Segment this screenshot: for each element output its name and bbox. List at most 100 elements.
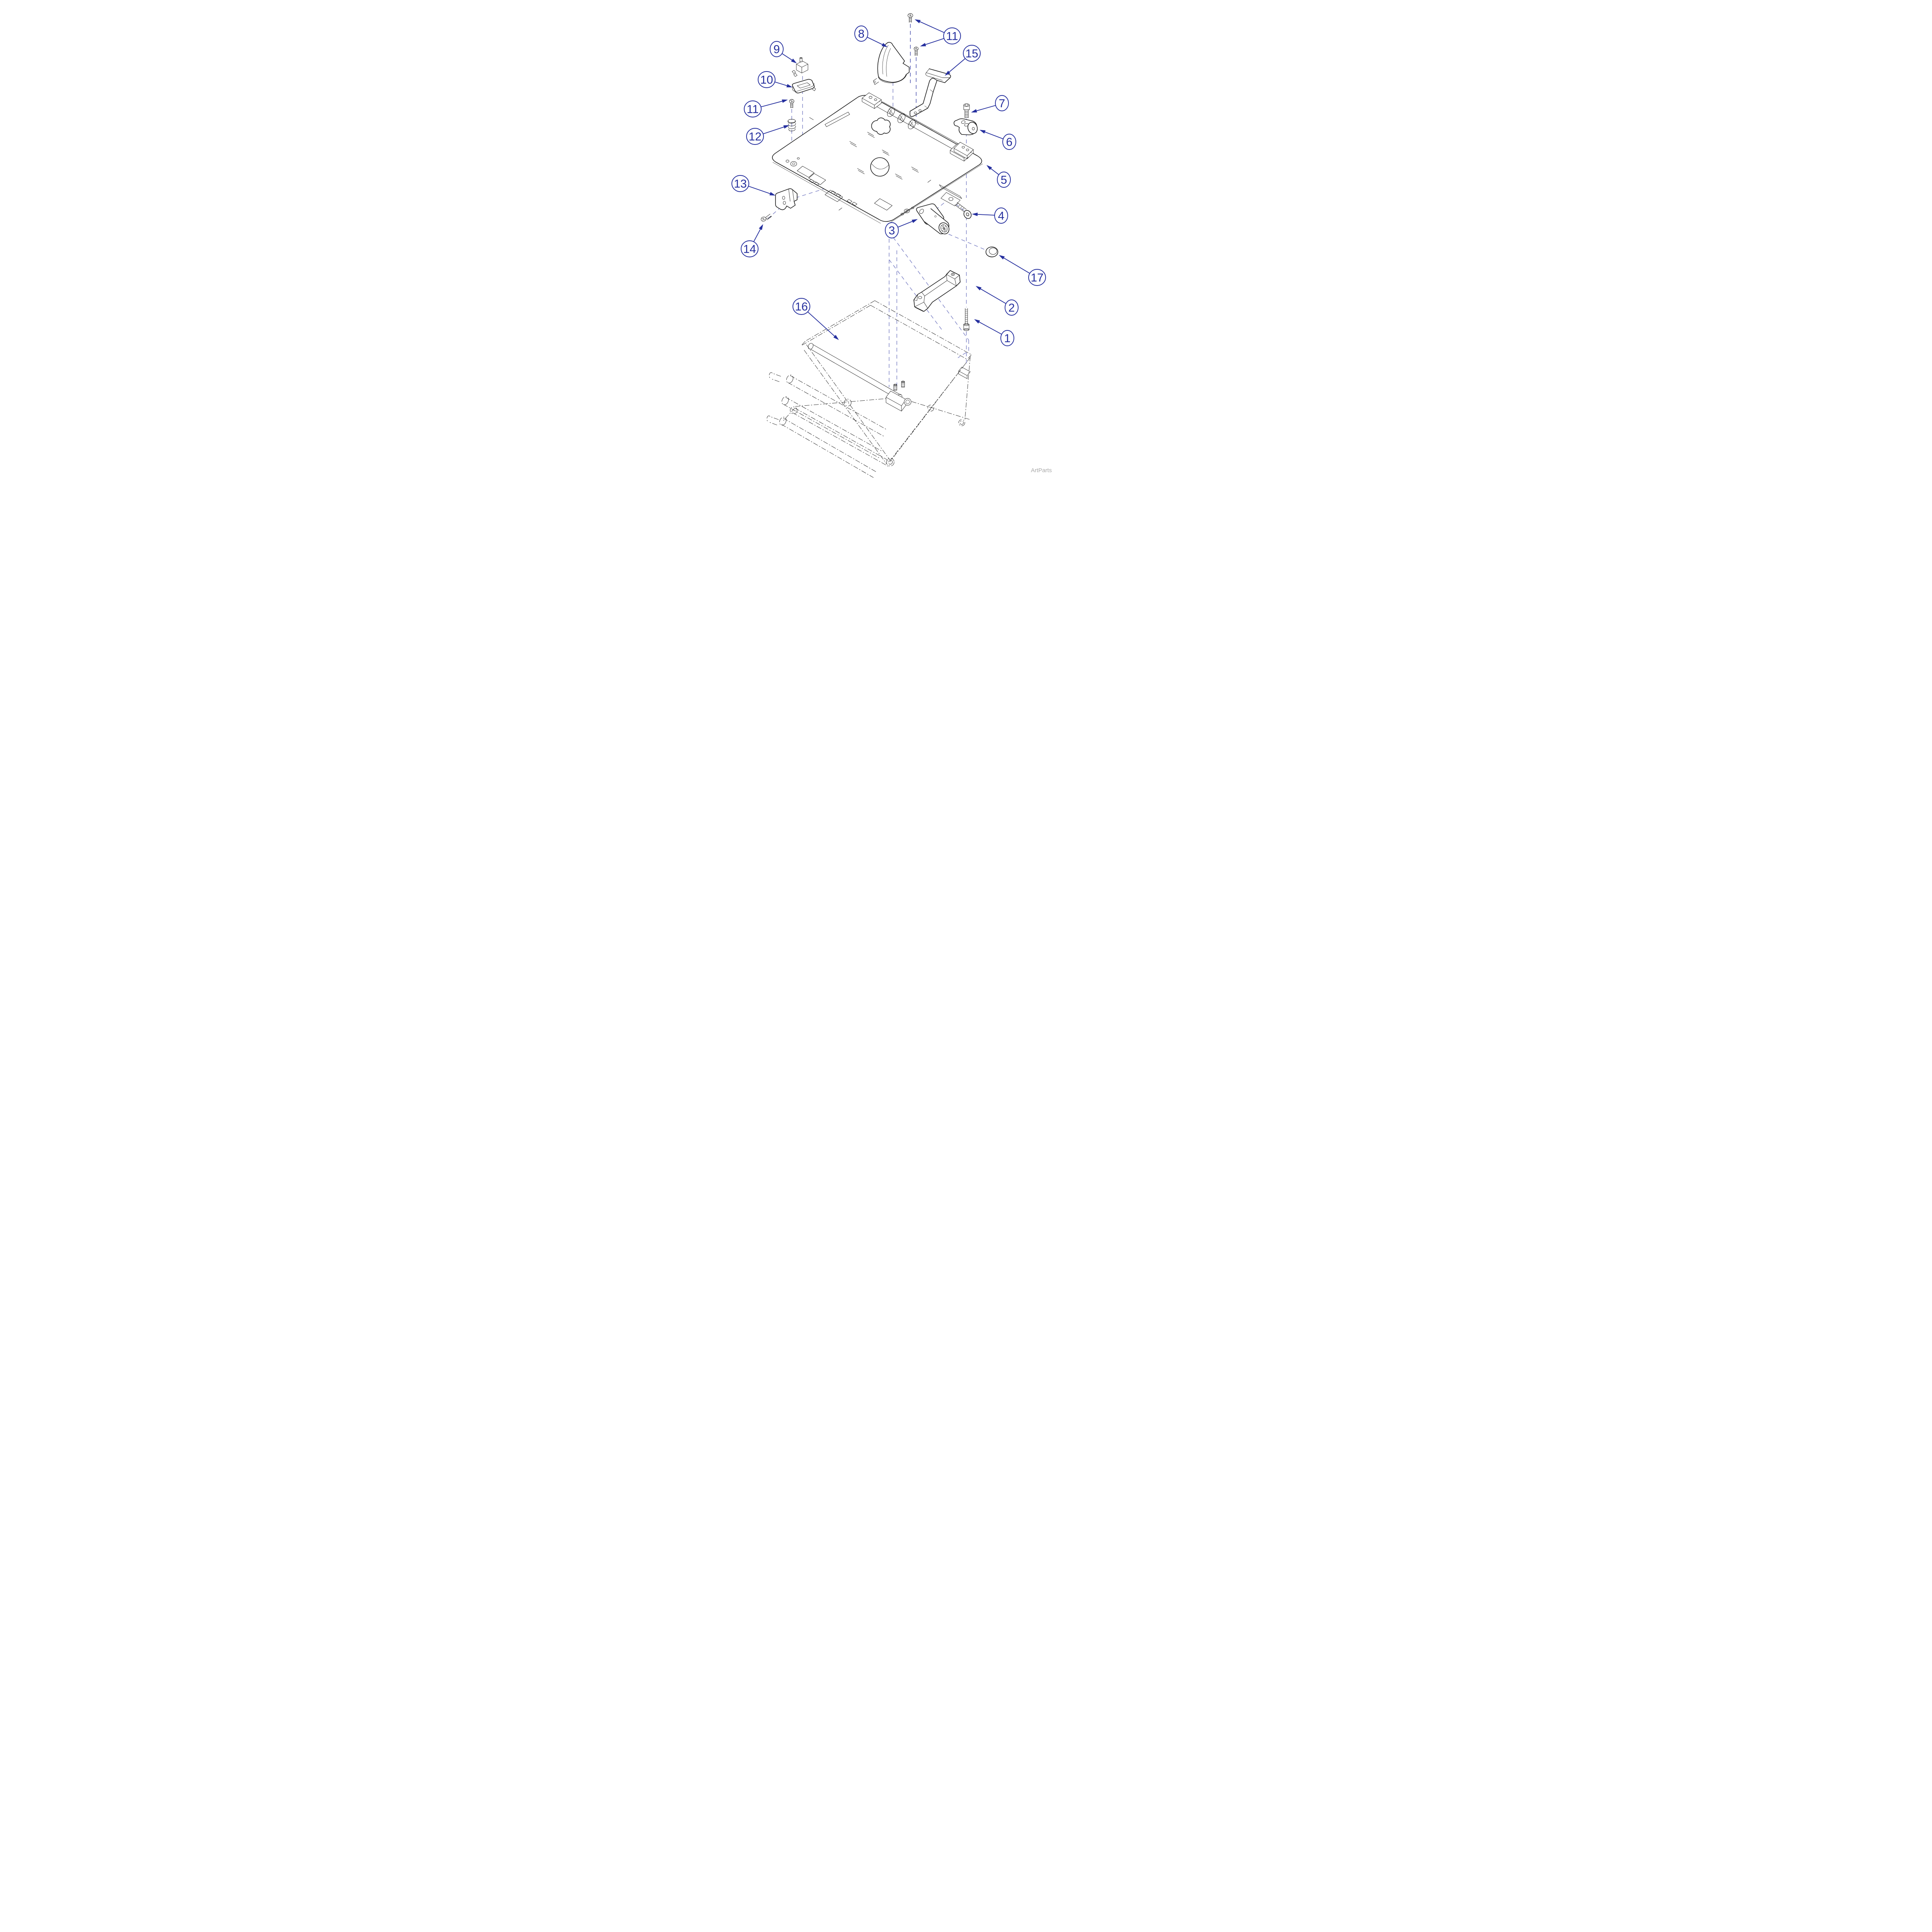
screw-11-left [789, 99, 794, 108]
callout-number: 10 [760, 74, 773, 87]
screw-1 [963, 308, 969, 331]
leader-line [753, 227, 762, 242]
callout-balloon[interactable] [995, 95, 1009, 111]
callout-balloon[interactable] [1005, 299, 1019, 316]
callout-number: 12 [748, 131, 761, 143]
callout-7[interactable]: 7 [971, 95, 1009, 112]
callout-11[interactable]: 11 [915, 19, 961, 46]
callout-balloon[interactable] [770, 41, 784, 57]
callout-balloon[interactable] [758, 71, 776, 88]
leader-arrowhead [769, 192, 776, 196]
callout-2[interactable]: 2 [976, 286, 1019, 316]
leader-arrowhead [791, 58, 797, 63]
callout-number: 5 [1001, 174, 1007, 187]
callout-number: 9 [774, 43, 780, 56]
callout-balloon[interactable] [943, 27, 961, 44]
screw-11-top [908, 13, 913, 23]
scissor-lift [767, 300, 972, 478]
callout-balloon[interactable] [997, 172, 1011, 188]
screw-14 [761, 214, 772, 222]
leader-arrowhead [976, 286, 982, 291]
callout-balloon[interactable] [994, 207, 1008, 224]
seat-plate [772, 92, 983, 224]
leader-line [807, 311, 837, 338]
watermark-text: ArtParts [1031, 467, 1052, 474]
spline-hub [916, 203, 949, 235]
leader-line [898, 220, 915, 228]
leader-line [975, 214, 995, 216]
limit-switch [792, 57, 808, 77]
clip-bracket [775, 188, 798, 210]
leader-line [918, 20, 945, 33]
callout-5[interactable]: 5 [986, 165, 1011, 188]
callout-3[interactable]: 3 [885, 219, 918, 238]
leader-arrowhead [971, 109, 977, 112]
callout-10[interactable]: 10 [758, 71, 793, 88]
callout-14[interactable]: 14 [741, 224, 763, 257]
callout-12[interactable]: 12 [746, 125, 789, 145]
callout-number: 15 [965, 48, 978, 60]
callout-9[interactable]: 9 [770, 41, 797, 63]
pivot-cover-cone [873, 42, 910, 85]
leader-arrowhead [945, 70, 951, 76]
callout-number: 16 [795, 301, 808, 313]
leader-line [947, 58, 966, 74]
callout-balloon[interactable] [793, 298, 810, 315]
screw-7 [963, 104, 970, 118]
callout-balloon[interactable] [1028, 269, 1046, 286]
leader-arrowhead [782, 99, 788, 103]
leader-line [782, 53, 794, 61]
callout-number: 8 [858, 28, 865, 41]
leader-arrowhead [759, 224, 763, 230]
leader-arrowhead [986, 165, 992, 170]
leader-line [975, 105, 996, 112]
leader-arrowhead [915, 19, 921, 24]
alignment-dashed-lines [767, 24, 985, 388]
callout-balloon[interactable] [885, 222, 899, 238]
callout-16[interactable]: 16 [793, 298, 839, 340]
leader-arrowhead [833, 335, 839, 340]
callout-6[interactable]: 6 [980, 130, 1016, 150]
callout-1[interactable]: 1 [974, 319, 1014, 346]
callout-number: 13 [734, 178, 747, 190]
callout-balloon[interactable] [1000, 330, 1014, 346]
leader-arrowhead [912, 219, 918, 223]
callout-15[interactable]: 15 [945, 45, 981, 76]
callout-balloon[interactable] [731, 175, 749, 192]
leader-line [977, 321, 1002, 335]
leader-line [748, 185, 772, 195]
switch-holder-tray [792, 79, 816, 94]
callout-8[interactable]: 8 [854, 26, 888, 47]
callout-balloon[interactable] [854, 26, 868, 42]
callout-balloon[interactable] [746, 128, 764, 145]
leader-line [774, 82, 789, 87]
callout-11[interactable]: 11 [744, 99, 788, 117]
callout-17[interactable]: 17 [999, 255, 1046, 286]
cylinder-body [954, 118, 978, 135]
callout-4[interactable]: 4 [972, 207, 1008, 224]
callout-13[interactable]: 13 [731, 175, 776, 196]
leader-line [867, 37, 884, 46]
callout-number: 11 [747, 103, 759, 116]
leader-line [1002, 257, 1030, 274]
callout-number: 14 [743, 243, 756, 256]
leader-line [989, 167, 999, 175]
screw-11-mid [914, 47, 918, 56]
leader-arrowhead [881, 43, 888, 47]
leader-line [979, 287, 1006, 304]
leader-arrowhead [783, 125, 789, 129]
callout-balloon[interactable] [1002, 134, 1016, 150]
callout-balloon[interactable] [741, 240, 759, 257]
callout-balloon[interactable] [963, 45, 981, 62]
leader-arrowhead [972, 213, 978, 216]
callout-number: 1 [1004, 332, 1011, 345]
callout-number: 3 [889, 224, 895, 237]
leader-line [983, 131, 1003, 139]
callout-number: 6 [1006, 136, 1013, 149]
callout-number: 7 [999, 97, 1005, 110]
spring [787, 119, 796, 131]
callout-number: 17 [1031, 272, 1043, 284]
callout-balloon[interactable] [744, 100, 762, 117]
callout-number: 11 [946, 30, 958, 43]
